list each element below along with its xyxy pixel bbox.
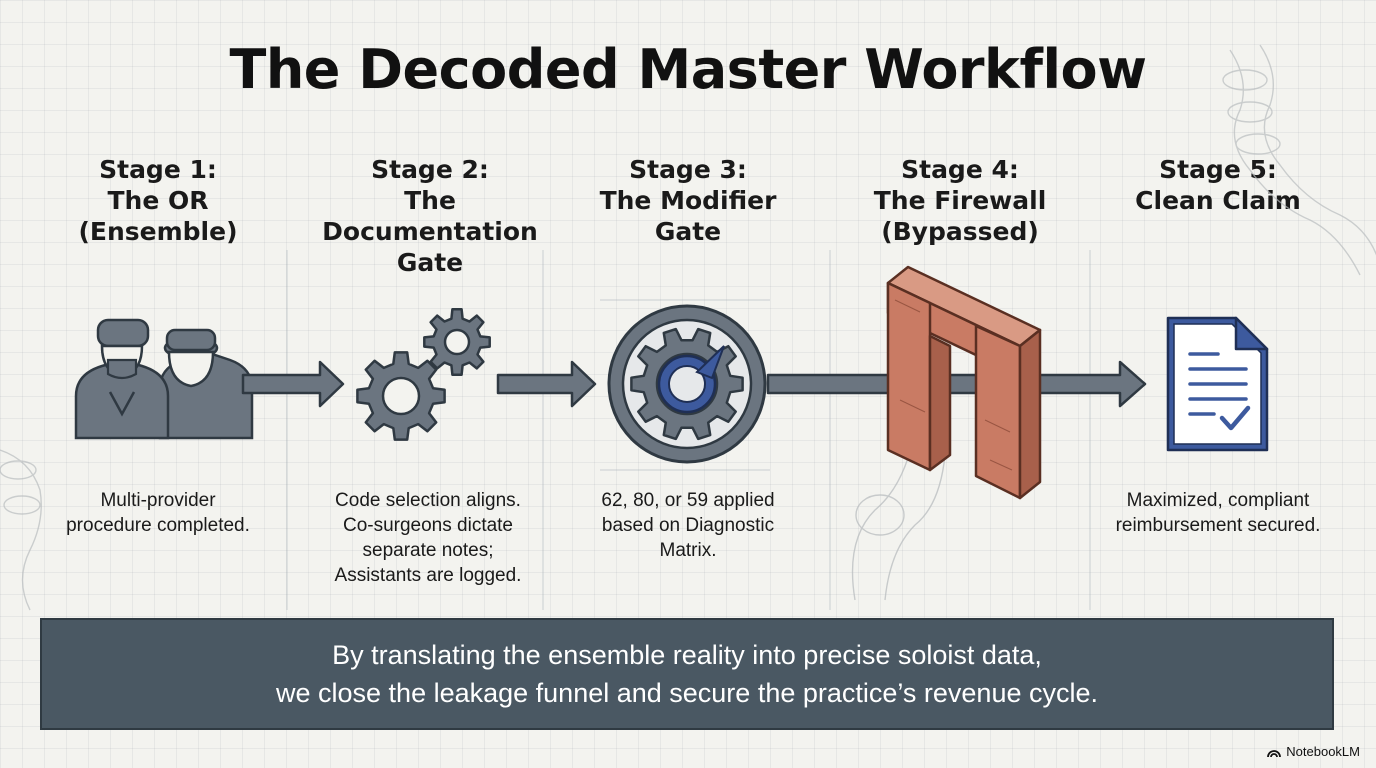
summary-line-1: By translating the ensemble reality into…	[332, 640, 1042, 670]
stage-1-heading: Stage 1:The OR(Ensemble)	[78, 155, 238, 246]
bone-sketch-icon	[0, 449, 42, 611]
brick-wall-icon	[886, 265, 1042, 500]
brand-name: NotebookLM	[1286, 744, 1360, 759]
brand-logo: NotebookLM	[1267, 744, 1360, 759]
arrow-1-icon	[241, 360, 345, 408]
stage-4-heading: Stage 4:The Firewall(Bypassed)	[873, 155, 1047, 246]
arrow-2-icon	[496, 360, 597, 408]
surgeons-icon	[74, 318, 254, 440]
arrow-3-icon	[766, 360, 1147, 408]
stage-2-description: Code selection aligns.Co-surgeons dictat…	[334, 490, 522, 586]
document-check-icon	[1166, 316, 1269, 452]
page-title: The Decoded Master Workflow	[229, 38, 1147, 101]
small-gear-icon	[423, 308, 491, 376]
summary-line-2: we close the leakage funnel and secure t…	[276, 678, 1098, 708]
summary-banner: By translating the ensemble reality into…	[40, 618, 1334, 730]
gears-icon	[356, 308, 491, 441]
notebooklm-logo-icon	[1267, 749, 1282, 757]
spine-sketch-icon	[1222, 44, 1376, 276]
large-gear-icon	[356, 351, 446, 441]
gauge-gear-icon	[607, 304, 767, 464]
